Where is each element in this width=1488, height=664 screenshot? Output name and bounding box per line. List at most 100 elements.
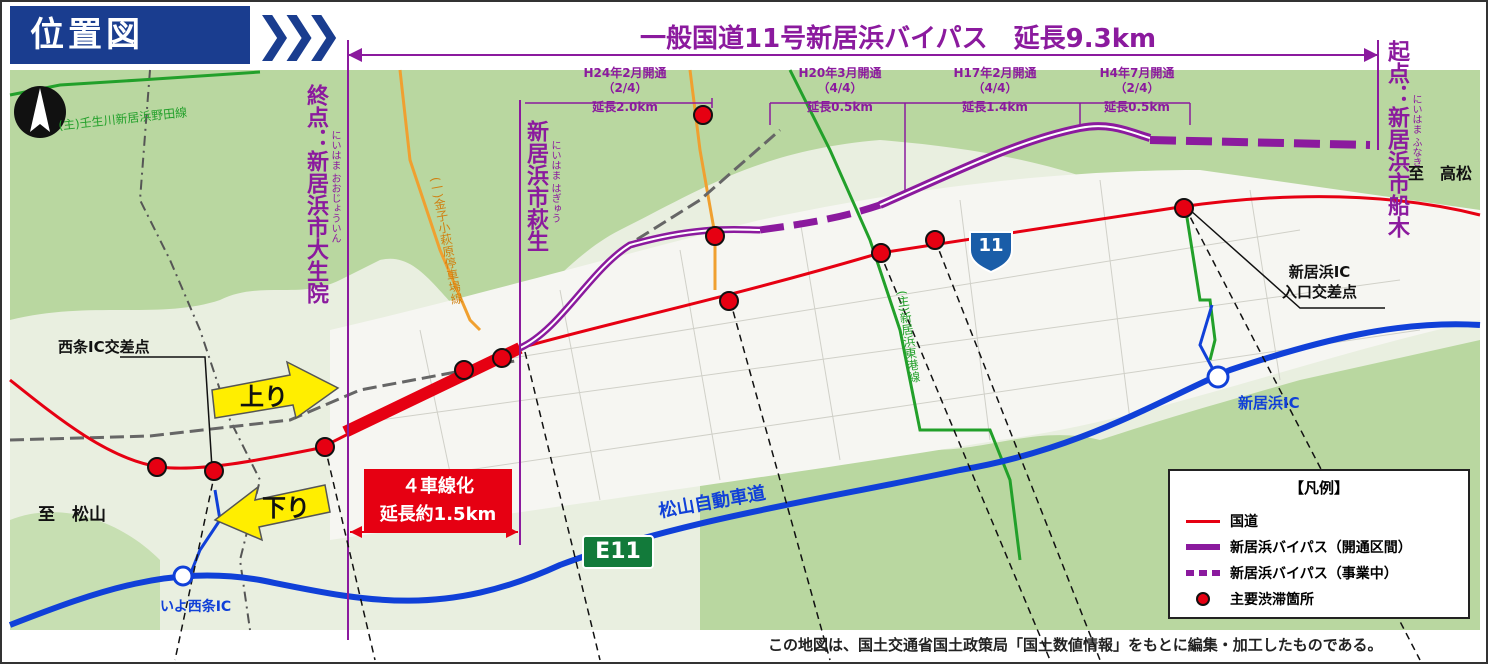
congestion-point (705, 226, 725, 246)
niihama-ic-ramp (1198, 304, 1219, 378)
niihama-ic-leader (1189, 209, 1385, 309)
bypass-span-arrow-left (348, 48, 362, 62)
prefectural-road-ic (1183, 204, 1217, 361)
iyo-saijo-ic-label: いよ西条IC (160, 599, 232, 615)
bypass-span-arrow-right (1364, 48, 1378, 62)
hills-north (10, 70, 1480, 330)
railway-line (9, 358, 521, 442)
street-grid (379, 179, 1421, 521)
legend-swatch-red-dot (1186, 592, 1220, 606)
up-direction-label: 上り (240, 383, 288, 411)
four-lane-section (342, 342, 523, 438)
saijo-ic-junction-label: 西条IC交差点 (58, 338, 150, 356)
section-length: 延長0.5km (807, 100, 873, 114)
mid-point-ruby: にいはま はぎゅう (549, 140, 560, 224)
four-lane-line-2: 延長約1.5km (379, 504, 497, 525)
legend-label: 国道 (1230, 514, 1258, 530)
four-lane-line-1: ４車線化 (402, 476, 474, 497)
mid-point-label: 新居浜市萩生 (523, 120, 548, 252)
general-road-kaneko (398, 69, 482, 332)
section-dimensions (525, 98, 1191, 190)
niihama-ic-junction-label: 新居浜IC 入口交差点 (1282, 262, 1357, 302)
congestion-point (1174, 198, 1194, 218)
junction-line-1: 新居浜IC (1288, 263, 1351, 281)
section-ratio: （2/4） (1114, 81, 1160, 95)
congestion-point (871, 243, 891, 263)
section-h4: H4年7月開通 （2/4） 延長0.5km (1085, 66, 1189, 115)
section-length: 延長2.0km (592, 100, 658, 114)
four-lane-arrow-left (350, 526, 362, 538)
legend-swatch-red-line (1186, 519, 1220, 523)
section-length: 延長0.5km (1104, 100, 1170, 114)
congestion-point (925, 230, 945, 250)
congestion-point (693, 105, 713, 125)
e11-shield (582, 535, 654, 569)
iyo-saijo-ic-marker (172, 565, 194, 587)
legend-item-congestion: 主要渋滞箇所 (1186, 589, 1314, 609)
to-matsuyama: 至 松山 (38, 505, 106, 525)
congestion-point (315, 437, 335, 457)
congestion-point (204, 461, 224, 481)
route-11-shield (969, 231, 1013, 274)
niihama-ic-marker (1206, 365, 1230, 389)
title-chevrons-icon: ❯❯❯ (255, 7, 343, 61)
section-date: H17年2月開通 (953, 66, 1037, 80)
congestion-points (147, 105, 1194, 481)
page-title: 位置図 (10, 6, 250, 64)
section-length: 延長1.4km (962, 100, 1028, 114)
congestion-point (454, 360, 474, 380)
up-direction-arrow (211, 360, 340, 420)
section-ratio: （2/4） (602, 81, 648, 95)
end-point-label: 終点：新居浜市大生院 (303, 84, 328, 304)
railway-north (619, 128, 781, 252)
bypass-opened-h24-center (519, 228, 761, 349)
legend-item-national-road: 国道 (1186, 511, 1258, 531)
prefectural-road-higashiko (788, 69, 1022, 561)
legend-label: 新居浜バイパス（開通区間） (1230, 540, 1412, 556)
bypass-in-progress-east (1149, 136, 1371, 149)
start-point-ruby: にいはま ふなき (1410, 94, 1421, 168)
section-ratio: （4/4） (972, 81, 1018, 95)
four-lane-callout: ４車線化 延長約1.5km (364, 469, 512, 533)
legend-label: 新居浜バイパス（事業中） (1230, 566, 1398, 582)
section-ratio: （4/4） (817, 81, 863, 95)
e11-label: E11 (595, 539, 641, 564)
congestion-point (492, 348, 512, 368)
legend-item-bypass-opened: 新居浜バイパス（開通区間） (1186, 537, 1412, 557)
hills-southwest (10, 512, 160, 630)
matsuyama-expressway (8, 321, 1481, 628)
legend-swatch-purple-dashed (1186, 570, 1220, 576)
bypass-in-progress-west (759, 201, 882, 234)
north-arrow-needle (30, 88, 50, 132)
section-date: H24年2月開通 (583, 66, 667, 80)
congestion-point (719, 291, 739, 311)
city-boundary-line (138, 69, 262, 631)
bypass-opened-h17-center (879, 125, 1151, 206)
end-point-ruby: にいはま おおじょういん (329, 130, 340, 244)
down-direction-label: 下り (262, 494, 310, 522)
section-h20: H20年3月開通 （4/4） 延長0.5km (775, 66, 905, 115)
to-takamatsu: 至 高松 (1408, 164, 1473, 183)
section-h24: H24年2月開通 （2/4） 延長2.0km (550, 66, 700, 115)
legend-label: 主要渋滞箇所 (1230, 592, 1314, 608)
section-date: H4年7月開通 (1099, 66, 1175, 80)
niihama-ic-label: 新居浜IC (1238, 394, 1300, 412)
section-date: H20年3月開通 (798, 66, 882, 80)
congestion-point (147, 457, 167, 477)
map-source-note: この地図は、国土交通省国土政策局「国土数値情報」をもとに編集・加工したものである… (768, 636, 1383, 654)
down-direction-arrow (213, 484, 331, 542)
route-11-number: 11 (978, 235, 1004, 256)
bypass-title: 一般国道11号新居浜バイパス 延長9.3km (640, 24, 1157, 54)
junction-line-2: 入口交差点 (1282, 283, 1358, 301)
legend-swatch-purple-line (1186, 544, 1220, 550)
iyo-saijo-ic-ramp (188, 489, 222, 576)
legend-heading: 【凡例】 (1288, 479, 1349, 497)
legend-item-bypass-in-progress: 新居浜バイパス（事業中） (1186, 563, 1398, 583)
saijo-ic-leader (120, 356, 213, 469)
start-point-label: 起点：新居浜市船木 (1384, 40, 1409, 238)
legend: 【凡例】 国道 新居浜バイパス（開通区間） 新居浜バイパス（事業中） 主要渋滞箇… (1168, 469, 1470, 619)
section-h17: H17年2月開通 （4/4） 延長1.4km (920, 66, 1070, 115)
